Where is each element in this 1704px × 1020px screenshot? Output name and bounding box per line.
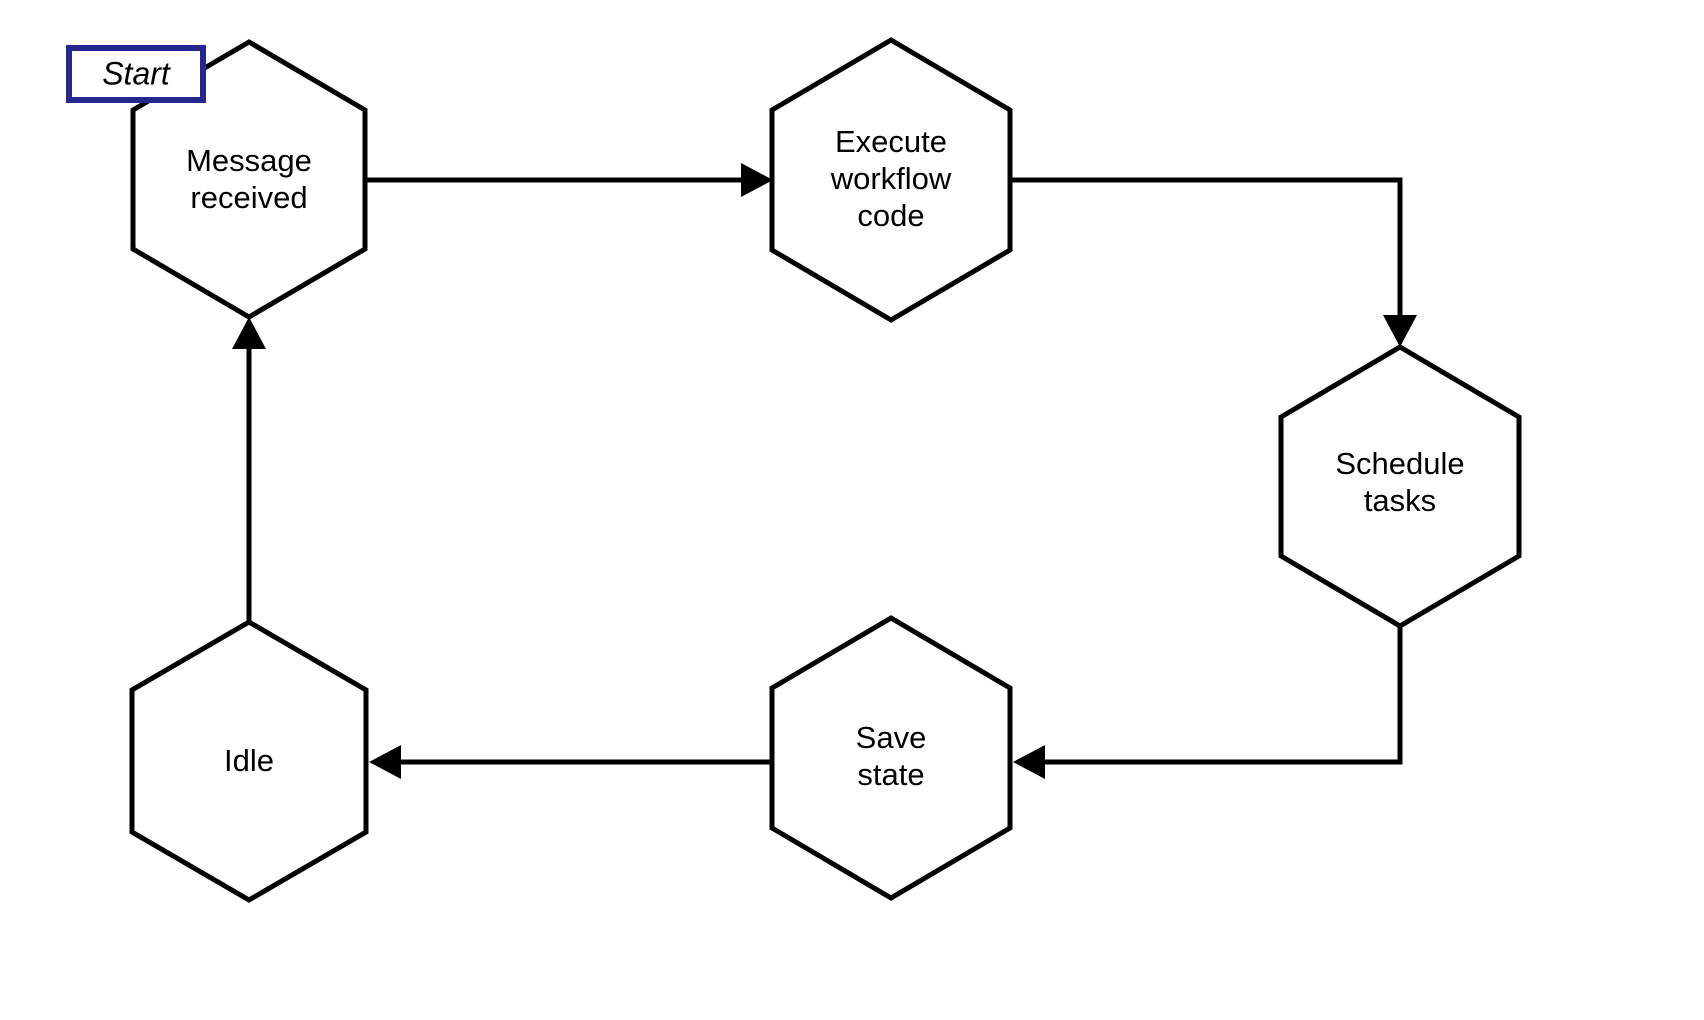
node-label-line-2: received: [190, 180, 307, 215]
hexagon-shape[interactable]: [769, 37, 1013, 323]
node-label-line-1: Schedule: [1335, 446, 1464, 481]
arrow-head-left-icon: [369, 745, 401, 779]
start-marker-label: Start: [102, 55, 171, 91]
node-label-line-1: Save: [856, 720, 927, 755]
edge-message-received-to-execute-workflow-code: [366, 163, 773, 197]
arrow-head-up-icon: [232, 317, 266, 349]
hexagon-shape[interactable]: [130, 39, 368, 320]
arrow-head-left-icon: [1013, 745, 1045, 779]
edge-execute-workflow-code-to-schedule-tasks: [1011, 177, 1417, 347]
node-message-received[interactable]: Message received: [130, 39, 368, 320]
hexagon-shape[interactable]: [769, 615, 1013, 901]
node-label-line-1: Message: [186, 143, 312, 178]
edge-idle-to-message-received: [232, 317, 266, 622]
node-execute-workflow-code[interactable]: Execute workflow code: [769, 37, 1013, 323]
node-label-line-1: Idle: [224, 743, 274, 778]
node-label-line-2: state: [857, 757, 924, 792]
node-label-line-1: Execute: [835, 124, 947, 159]
edge-line: [1011, 177, 1403, 320]
arrow-head-right-icon: [741, 163, 773, 197]
node-save-state[interactable]: Save state: [769, 615, 1013, 901]
node-idle[interactable]: Idle: [129, 619, 369, 903]
start-marker-box: [66, 45, 206, 103]
hexagon-shape[interactable]: [1278, 344, 1522, 629]
edge-schedule-tasks-to-save-state: [1013, 625, 1403, 779]
edge-line: [1040, 625, 1403, 765]
node-schedule-tasks[interactable]: Schedule tasks: [1278, 344, 1522, 629]
hexagon-shape[interactable]: [129, 619, 369, 903]
node-label-line-2: tasks: [1364, 483, 1436, 518]
node-label-line-2: workflow: [830, 161, 952, 196]
arrow-head-down-icon: [1383, 315, 1417, 347]
node-label-line-3: code: [857, 198, 924, 233]
start-marker: Start: [66, 45, 206, 103]
edge-save-state-to-idle: [369, 745, 770, 779]
